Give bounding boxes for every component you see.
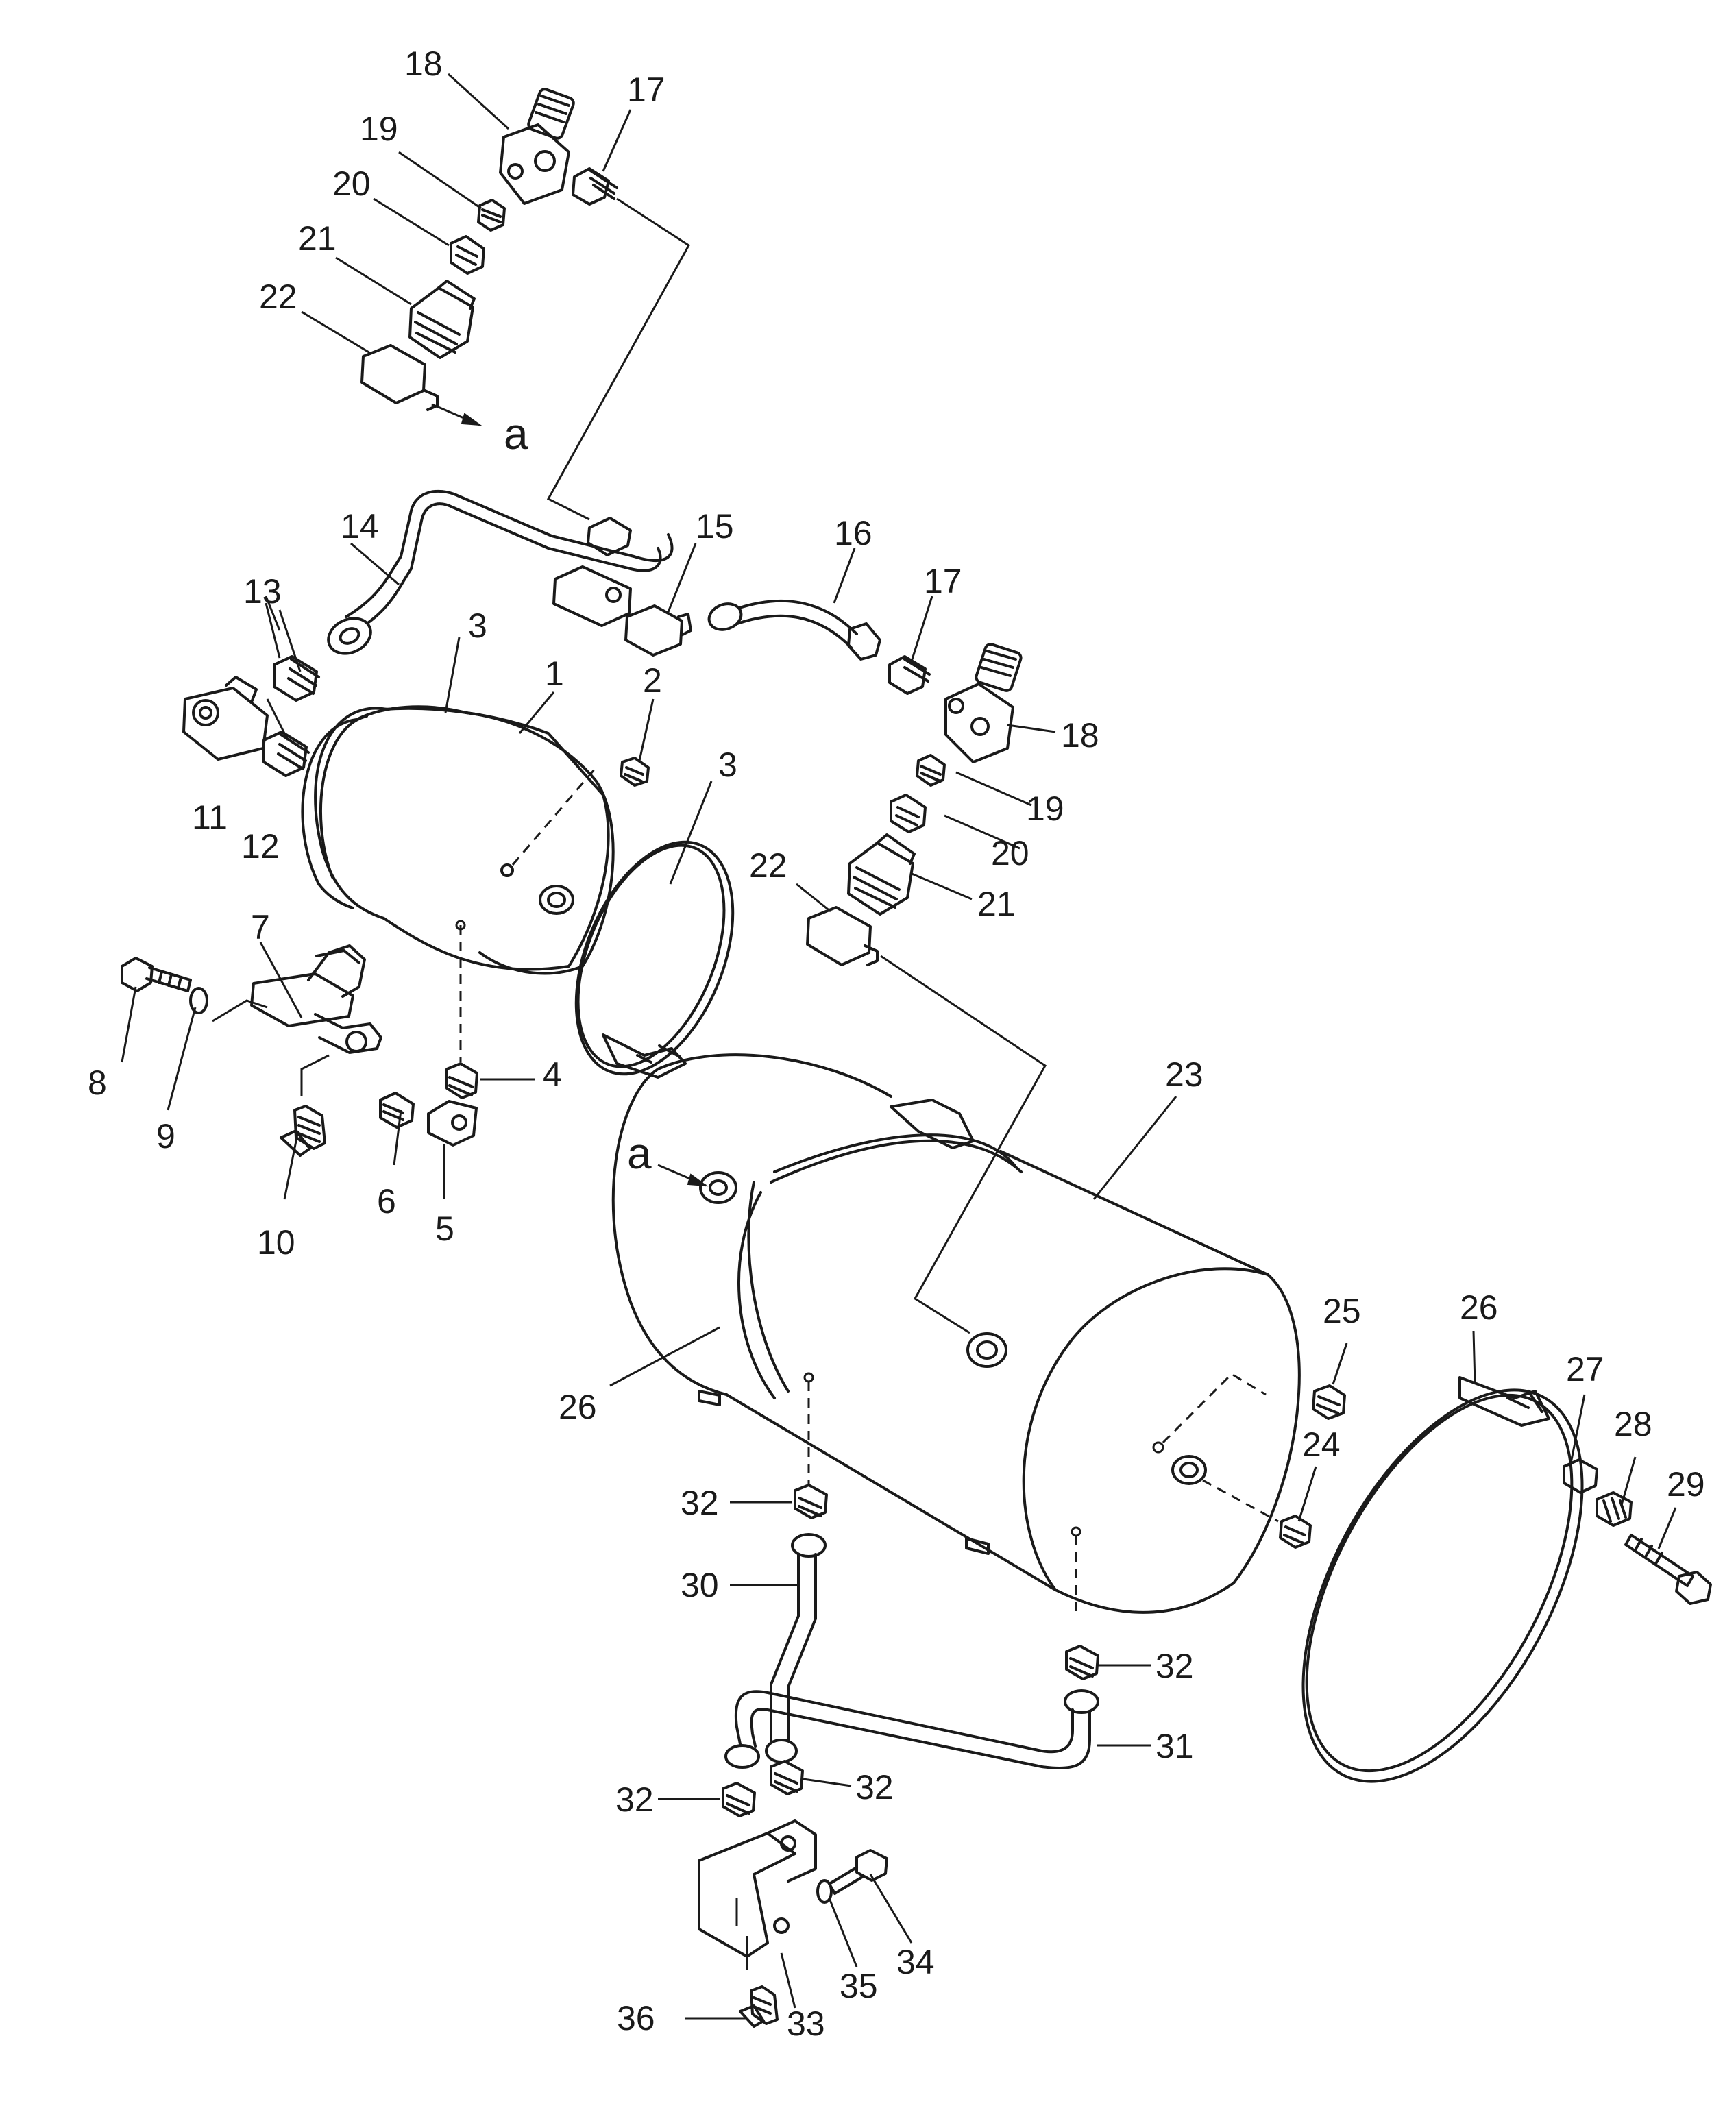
drain-plug-32-d — [722, 1782, 756, 1817]
callout-3-right: 3 — [718, 746, 737, 784]
drain-valve-4 — [445, 1062, 478, 1099]
plug-25 — [1312, 1384, 1346, 1420]
fitting-13 — [273, 655, 320, 702]
callout-18-top: 18 — [404, 45, 443, 83]
callout-32-a: 32 — [681, 1484, 719, 1522]
plug-24 — [1279, 1515, 1312, 1549]
drain-plug-32-a — [794, 1484, 828, 1519]
callout-35: 35 — [840, 1967, 878, 2005]
callout-20-top: 20 — [332, 164, 371, 203]
callout-8: 8 — [88, 1064, 107, 1102]
callout-33: 33 — [787, 2004, 825, 2043]
callout-29: 29 — [1667, 1465, 1705, 1504]
fitting-6 — [379, 1092, 415, 1129]
adapter-20-top — [450, 235, 485, 275]
small-tank-1 — [301, 705, 615, 1062]
fitting-17-top — [572, 167, 618, 206]
callout-5: 5 — [435, 1210, 454, 1248]
callout-4: 4 — [543, 1055, 562, 1094]
callout-7: 7 — [251, 908, 270, 946]
callout-23: 23 — [1165, 1055, 1203, 1094]
nipple-19-top — [477, 199, 506, 232]
callout-20-right: 20 — [991, 834, 1029, 872]
bracket-33 — [698, 1819, 817, 1970]
drain-tube-30 — [765, 1533, 827, 1763]
washer-9 — [189, 987, 208, 1014]
callout-14: 14 — [341, 507, 379, 545]
callout-21-right: 21 — [977, 885, 1016, 923]
right-valve-assembly — [806, 643, 1047, 1334]
tube-14 — [327, 489, 674, 655]
large-tank-23: a — [611, 1053, 1301, 1618]
drain-valve-10 — [280, 1054, 330, 1157]
callout-12: 12 — [241, 827, 280, 866]
callout-numbers: 18 17 19 20 21 22 14 15 16 17 18 19 20 2… — [88, 45, 1705, 2043]
callout-26-right: 26 — [1460, 1288, 1498, 1327]
callout-2: 2 — [643, 661, 662, 700]
callout-10: 10 — [257, 1223, 295, 1262]
callout-19-top: 19 — [360, 110, 398, 148]
callout-32-d: 32 — [615, 1780, 654, 1819]
hose-16 — [707, 599, 881, 661]
drain-tube-31 — [724, 1689, 1099, 1770]
callout-31: 31 — [1156, 1727, 1194, 1765]
callout-27: 27 — [1566, 1350, 1604, 1388]
bolt-29 — [1624, 1534, 1712, 1605]
switch-21-top — [408, 280, 476, 359]
plug-2 — [620, 757, 650, 787]
drain-plug-32-c — [770, 1760, 804, 1795]
washer-35 — [816, 1879, 833, 1904]
bracket-assembly-7 — [212, 944, 382, 1054]
callout-34: 34 — [896, 1943, 935, 1981]
callout-28: 28 — [1614, 1405, 1652, 1443]
callout-3-left: 3 — [468, 606, 487, 645]
callout-15: 15 — [696, 507, 734, 545]
callout-24: 24 — [1302, 1425, 1341, 1464]
callout-13: 13 — [243, 572, 282, 611]
block-22-top — [360, 344, 439, 411]
spacer-27 — [1563, 1458, 1598, 1494]
tee-11 — [182, 676, 269, 761]
callout-30: 30 — [681, 1566, 719, 1604]
callout-11: 11 — [192, 798, 228, 837]
callout-18-right: 18 — [1061, 716, 1099, 755]
leader-lines — [121, 73, 1677, 2020]
callout-6: 6 — [377, 1182, 396, 1221]
callout-17-right: 17 — [924, 562, 962, 600]
top-valve-assembly: a — [360, 88, 690, 521]
drain-valve-36 — [739, 1985, 779, 2028]
callout-9: 9 — [156, 1117, 175, 1155]
connector-mark-a-top: a — [504, 409, 528, 458]
elbow-15 — [624, 604, 692, 657]
callout-17-top: 17 — [627, 71, 665, 109]
callout-1: 1 — [545, 654, 564, 693]
callout-26-left: 26 — [559, 1388, 597, 1426]
callout-16: 16 — [834, 514, 872, 552]
callout-19-right: 19 — [1026, 789, 1064, 828]
band-3-right — [574, 840, 735, 1079]
callout-22-right: 22 — [749, 846, 787, 885]
valve-18-top — [499, 88, 575, 205]
drain-plug-32-b — [1065, 1645, 1099, 1680]
bolt-8 — [121, 957, 192, 992]
callout-25: 25 — [1323, 1292, 1361, 1330]
callout-36: 36 — [617, 1999, 655, 2037]
band-26-right — [1301, 1376, 1584, 1783]
spacer-28 — [1596, 1491, 1633, 1527]
callout-22-top: 22 — [259, 278, 297, 316]
callout-32-b: 32 — [1156, 1647, 1194, 1685]
bracket-5 — [427, 1100, 478, 1147]
callout-32-c: 32 — [855, 1768, 894, 1806]
connector-mark-a-tank: a — [627, 1129, 652, 1178]
callout-21-top: 21 — [298, 219, 337, 258]
